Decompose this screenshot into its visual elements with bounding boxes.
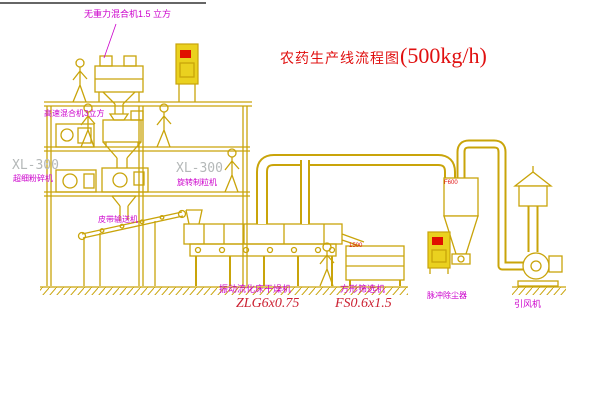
dust-collector-cabinet: [427, 231, 451, 274]
worker-figure: [72, 58, 88, 103]
title-text: 农药生产线流程图: [280, 50, 400, 66]
label-left-machine-name: 超细粉碎机: [13, 174, 53, 183]
label-right-machine-name: 旋转制粒机: [177, 178, 217, 187]
exhaust-stack: [513, 166, 553, 252]
worker-figure: [224, 148, 240, 193]
label-high-speed-mixer: 高速混合机3立方: [44, 109, 105, 118]
label-dryer-name: 振动流化床干燥机: [219, 284, 292, 294]
label-dust-collector: 脉冲除尘器: [427, 291, 467, 300]
exhaust-duct: [256, 139, 524, 271]
label-fan: 引风机: [514, 299, 542, 309]
label-top-mixer: 无重力混合机1.5 立方: [84, 9, 172, 19]
belt-conveyor: [77, 209, 187, 286]
top-mixer: [94, 55, 144, 114]
granulator: [101, 167, 149, 221]
diagram-title: 农药生产线流程图(500kg/h): [280, 43, 487, 68]
label-sieve-name: 方形筛选机: [340, 284, 386, 294]
label-belt-conveyor: 皮带输送机: [98, 215, 138, 224]
discharge-chute: [341, 233, 365, 247]
left-floor2-machine: [55, 123, 95, 148]
label-leader-line: [103, 23, 117, 59]
square-sieve: [345, 245, 405, 286]
induced-draft-fan: [517, 252, 563, 287]
high-speed-mixer: [102, 110, 144, 168]
label-right-machine-model: XL-300: [176, 161, 223, 176]
cyclone-size-tag: F600: [444, 180, 458, 186]
cabinet-screen: [432, 237, 443, 245]
title-capacity: (500kg/h): [400, 43, 487, 68]
worker-figure: [156, 103, 172, 148]
control-cabinet-upper: [175, 43, 199, 102]
ground-hatch: [40, 286, 566, 295]
cabinet-screen: [180, 50, 191, 58]
label-dryer-model: ZLG6x0.75: [236, 296, 300, 311]
cyclone-separator: [443, 177, 479, 265]
sieve-size-tag: 1500: [349, 243, 363, 249]
label-sieve-model: FS0.6x1.5: [335, 296, 392, 311]
building-structure: [44, 101, 252, 286]
pulverizer: [55, 169, 97, 193]
label-left-machine-model: XL-300: [12, 158, 59, 173]
